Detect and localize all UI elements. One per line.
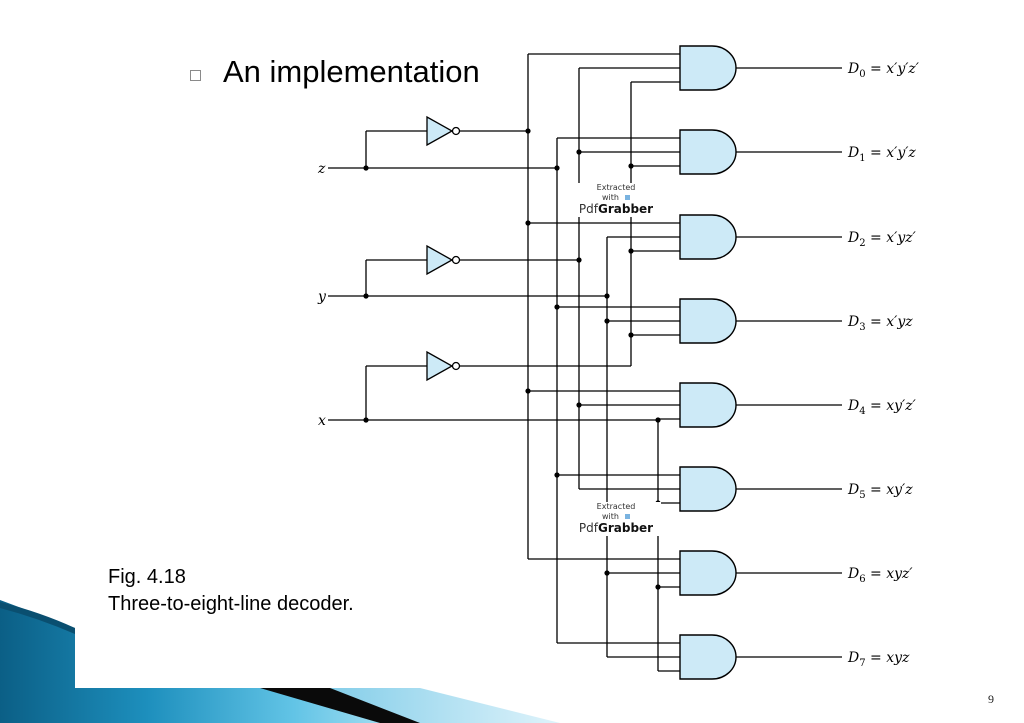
bullet-icon	[190, 69, 201, 81]
junction-dot	[628, 332, 634, 338]
inverter-bubble	[451, 255, 461, 265]
and-gate	[679, 382, 737, 428]
and-gate	[679, 214, 737, 260]
output-label-d5: D5 = xy′z	[847, 482, 913, 501]
junction-dot	[604, 570, 610, 576]
junction-dot	[628, 248, 634, 254]
output-label-d6: D6 = xyz′	[847, 566, 913, 585]
junction-dot	[554, 165, 560, 171]
inverter-gate	[426, 115, 454, 147]
output-label-d7: D7 = xyz	[847, 650, 910, 669]
junction-dot	[604, 318, 610, 324]
input-label-x: x	[318, 413, 326, 429]
figure-number: Fig. 4.18	[108, 566, 186, 588]
inverter-bubble	[451, 126, 461, 136]
and-gate	[679, 129, 737, 175]
junction-dot	[554, 304, 560, 310]
junction-dot	[655, 417, 661, 423]
watermark-dot-icon	[624, 195, 630, 200]
output-label-d4: D4 = xy′z′	[847, 398, 917, 417]
watermark: Extracted with PdfGrabber	[571, 502, 661, 536]
output-label-d0: D0 = x′y′z′	[847, 61, 920, 80]
inverter-bubble	[451, 361, 461, 371]
junction-dot	[554, 472, 560, 478]
inverter-gate	[426, 350, 454, 382]
output-label-d1: D1 = x′y′z	[847, 145, 916, 164]
output-label-d2: D2 = x′yz′	[847, 230, 917, 249]
and-gate	[679, 298, 737, 344]
figure-title: Three-to-eight-line decoder.	[108, 593, 354, 615]
junction-dot	[655, 584, 661, 590]
watermark: Extracted with PdfGrabber	[571, 183, 661, 217]
junction-dot	[576, 402, 582, 408]
figure-caption: Fig. 4.18 Three-to-eight-line decoder.	[108, 564, 354, 618]
and-gate	[679, 466, 737, 512]
input-label-y: y	[317, 289, 327, 305]
junction-dot	[525, 388, 531, 394]
watermark-brand: PdfGrabber	[578, 521, 654, 535]
inverter-gate	[426, 244, 454, 276]
watermark-line1: Extracted	[596, 183, 636, 192]
watermark-line2: with	[571, 512, 661, 521]
input-label-z: z	[317, 161, 326, 177]
bullet-text: An implementation	[223, 54, 480, 89]
junction-dot	[525, 220, 531, 226]
junction-dot	[628, 163, 634, 169]
junction-dot	[525, 128, 531, 134]
watermark-dot-icon	[624, 514, 630, 519]
junction-dot	[604, 293, 610, 299]
and-gate	[679, 634, 737, 680]
output-label-d3: D3 = x′yz	[847, 314, 913, 333]
junction-dot	[576, 149, 582, 155]
junction-dot	[576, 257, 582, 263]
watermark-line1: Extracted	[596, 502, 636, 511]
bullet-item: An implementation	[190, 50, 480, 94]
watermark-brand: PdfGrabber	[578, 202, 654, 216]
and-gate	[679, 550, 737, 596]
and-gate	[679, 45, 737, 91]
watermark-line2: with	[571, 193, 661, 202]
page-number: 9	[988, 692, 994, 706]
